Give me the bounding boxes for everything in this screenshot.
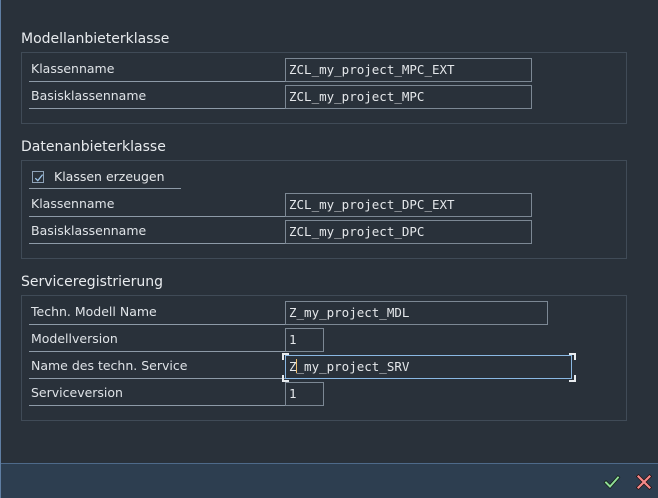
cancel-button[interactable]: [635, 473, 653, 491]
label-dpc-class-name: Klassenname: [29, 193, 285, 217]
group-title-service-registration: Serviceregistrierung: [21, 274, 164, 290]
group-title-data-provider: Datenanbieterklasse: [21, 139, 166, 155]
confirm-button[interactable]: [603, 473, 621, 491]
checkmark-icon: [34, 174, 44, 182]
label-mpc-class-name: Klassenname: [29, 58, 285, 82]
text-caret: [296, 359, 297, 373]
tech-service-name-input[interactable]: Z_my_project_SRV: [285, 355, 572, 379]
close-icon: [635, 473, 653, 491]
dpc-class-name-input[interactable]: ZCL_my_project_DPC_EXT: [285, 193, 532, 217]
model-version-input[interactable]: 1: [285, 328, 324, 352]
label-mpc-base-class-name: Basisklassenname: [29, 85, 285, 109]
dpc-base-class-name-input[interactable]: ZCL_my_project_DPC: [285, 220, 532, 244]
label-dpc-base-class-name: Basisklassenname: [29, 220, 285, 244]
group-box-model-provider: [21, 52, 627, 124]
mpc-class-name-input[interactable]: ZCL_my_project_MPC_EXT: [285, 58, 532, 82]
tech-service-name-value: Z_my_project_SRV: [289, 359, 410, 374]
checkmark-icon: [603, 475, 621, 489]
group-box-service-registration: [21, 295, 627, 421]
dialog-footer: [1, 463, 658, 498]
mpc-base-class-name-input[interactable]: ZCL_my_project_MPC: [285, 85, 532, 109]
focus-corner-tl: [282, 353, 289, 360]
label-service-version: Serviceversion: [29, 382, 285, 406]
focus-corner-tr: [569, 353, 576, 360]
tech-model-name-input[interactable]: Z_my_project_MDL: [285, 301, 548, 325]
generate-classes-checkbox[interactable]: [32, 171, 44, 183]
label-tech-service-name: Name des techn. Service: [29, 355, 285, 379]
focus-corner-bl: [282, 375, 289, 382]
label-model-version: Modellversion: [29, 328, 285, 352]
generate-classes-checkbox-row[interactable]: Klassen erzeugen: [29, 167, 181, 189]
generate-classes-label: Klassen erzeugen: [54, 169, 165, 184]
group-title-model-provider: Modellanbieterklasse: [21, 31, 170, 47]
service-version-input[interactable]: 1: [285, 382, 324, 406]
label-tech-model-name: Techn. Modell Name: [29, 301, 285, 325]
focus-corner-br: [569, 375, 576, 382]
group-box-data-provider: [21, 160, 627, 259]
